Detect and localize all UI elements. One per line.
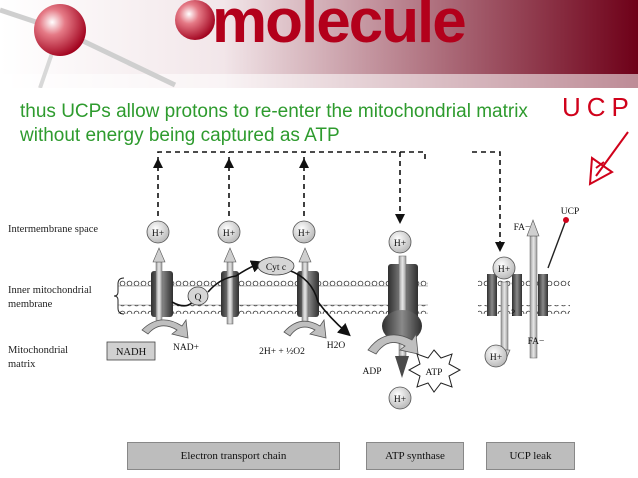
water-reaction-label: 2H+ + ½O2	[259, 346, 305, 357]
proton-ball-5	[492, 256, 516, 280]
atp-label: ATP	[426, 368, 443, 378]
heading-line-1: thus UCPs allow protons to re-enter the …	[20, 101, 528, 122]
atp-synthase	[382, 255, 422, 378]
proton-label-1: H+	[152, 229, 164, 239]
proton-label-6: H+	[490, 353, 502, 363]
panel-atp-synthase: ATP synthase	[366, 442, 464, 470]
atp-starburst	[407, 349, 462, 393]
cytc-label: Cyt c	[266, 263, 286, 273]
heading-line-2: without energy being captured as ATP	[20, 125, 340, 146]
q-carrier	[187, 286, 209, 306]
q-label: Q	[195, 293, 202, 303]
dashed-proton-paths	[157, 151, 501, 248]
proton-ball-1	[146, 220, 170, 244]
handwritten-ucp: UCP	[562, 92, 635, 122]
adp-label: ADP	[362, 367, 381, 377]
proton-ball-7	[388, 386, 412, 410]
complex-1	[151, 247, 173, 325]
label-matrix-2: matrix	[8, 359, 36, 370]
proton-label-2: H+	[223, 229, 235, 239]
complex-4	[297, 247, 319, 325]
membrane-brace	[113, 277, 125, 315]
proton-ball-6	[484, 344, 508, 368]
proton-label-7: H+	[394, 395, 406, 405]
molecule-ball-large	[34, 4, 86, 56]
label-inner-membrane-2: membrane	[8, 299, 53, 310]
label-matrix-1: Mitochondrial	[8, 345, 69, 356]
ucp-label: UCP	[561, 207, 579, 217]
banner-title: molecule	[212, 0, 467, 56]
proton-ball-4	[388, 230, 412, 254]
banner: molecule	[0, 0, 638, 88]
nadh-label: NADH	[116, 347, 147, 358]
handwritten-arrow	[588, 131, 629, 186]
complex-3	[221, 247, 239, 325]
proton-label-5: H+	[498, 265, 510, 275]
question-label: ?	[511, 309, 515, 319]
label-inner-membrane-1: Inner mitochondrial	[8, 285, 92, 296]
substrate-arrows	[141, 318, 419, 355]
dashed-arrowhead-4	[395, 214, 405, 224]
molecule-ball-small	[175, 0, 215, 40]
banner-background	[0, 0, 638, 88]
dashed-arrowhead-5	[495, 242, 505, 252]
cytc-carrier	[257, 256, 295, 276]
dashed-arrowhead-3	[299, 158, 309, 168]
dashed-arrowhead-2	[224, 158, 234, 168]
h2o-label: H2O	[327, 341, 346, 351]
proton-label-4: H+	[394, 239, 406, 249]
proton-label-3: H+	[298, 229, 310, 239]
nadh-box	[106, 341, 156, 361]
panel-ucp-leak: UCP leak	[486, 442, 575, 470]
label-intermembrane-space: Intermembrane space	[8, 224, 99, 235]
panel-electron-transport-chain: Electron transport chain	[127, 442, 340, 470]
dashed-arrowhead-1	[153, 158, 163, 168]
nad-label: NAD+	[173, 343, 199, 353]
proton-ball-2	[217, 220, 241, 244]
proton-ball-3	[292, 220, 316, 244]
fa-label-bottom: FA−	[528, 337, 545, 347]
ucp-protein	[526, 217, 569, 359]
fa-label-top: FA−	[514, 223, 531, 233]
